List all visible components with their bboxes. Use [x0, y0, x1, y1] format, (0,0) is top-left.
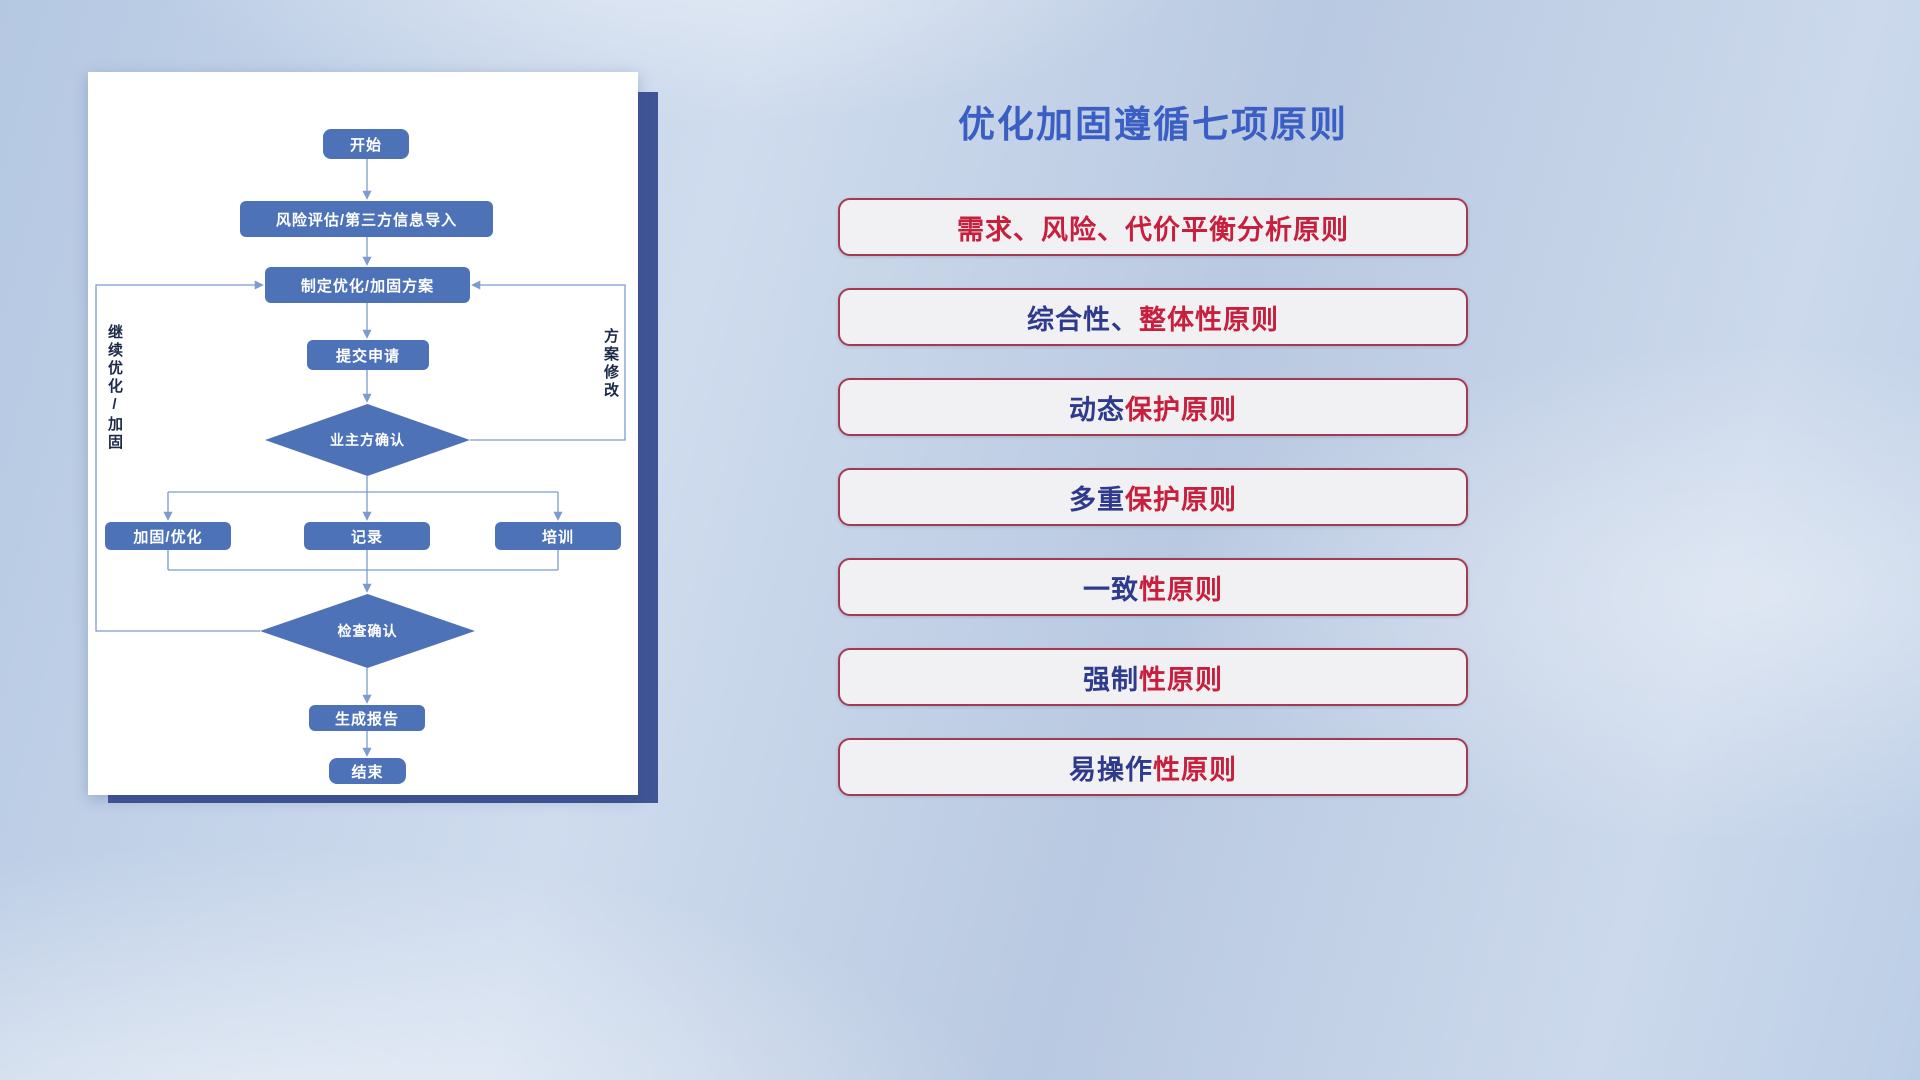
- principle-item-5: 一致性原则: [838, 558, 1468, 616]
- principle-4-navy-text: 多重: [1069, 484, 1125, 515]
- principle-6-navy-text: 强制: [1083, 664, 1139, 695]
- flow-decision-check-confirm: 检查确认: [260, 594, 475, 668]
- flow-node-record: 记录: [304, 522, 430, 550]
- principle-item-4: 多重保护原则: [838, 468, 1468, 526]
- flow-node-generate-report: 生成报告: [309, 705, 425, 731]
- principles-list: 需求、风险、代价平衡分析原则 综合性、整体性原则 动态保护原则 多重保护原则 一…: [838, 198, 1468, 796]
- flow-decision-owner-confirm: 业主方确认: [265, 404, 470, 476]
- principle-item-3: 动态保护原则: [838, 378, 1468, 436]
- principle-item-2: 综合性、整体性原则: [838, 288, 1468, 346]
- principle-3-red-text: 保护原则: [1125, 394, 1237, 425]
- principle-3-navy-text: 动态: [1069, 394, 1125, 425]
- principles-title: 优化加固遵循七项原则: [958, 104, 1348, 145]
- principle-item-1: 需求、风险、代价平衡分析原则: [838, 198, 1468, 256]
- edge-label-continue-optimize: 继续优化/加固: [106, 324, 123, 452]
- principle-2-navy-text: 综合性、: [1027, 304, 1139, 335]
- principle-7-red-text: 性原则: [1153, 754, 1237, 785]
- principle-1-red-text: 需求、风险、代价平衡分析原则: [957, 214, 1349, 245]
- principle-7-navy-text: 易操作: [1069, 754, 1153, 785]
- principle-6-red-text: 性原则: [1139, 664, 1223, 695]
- flowchart-card: 开始 风险评估/第三方信息导入 制定优化/加固方案 提交申请 业主方确认 加固/…: [88, 72, 638, 795]
- principle-5-navy-text: 一致: [1083, 574, 1139, 605]
- principle-item-7: 易操作性原则: [838, 738, 1468, 796]
- flow-node-make-plan: 制定优化/加固方案: [265, 267, 470, 303]
- principle-item-6: 强制性原则: [838, 648, 1468, 706]
- edge-label-plan-modify: 方案修改: [602, 328, 619, 400]
- principle-4-red-text: 保护原则: [1125, 484, 1237, 515]
- flow-node-reinforce-optimize: 加固/优化: [105, 522, 231, 550]
- flow-node-risk-assessment: 风险评估/第三方信息导入: [240, 201, 493, 237]
- principle-2-red-text: 整体性原则: [1139, 304, 1279, 335]
- flow-node-end: 结束: [329, 758, 406, 784]
- flow-node-training: 培训: [495, 522, 621, 550]
- flow-node-submit-application: 提交申请: [307, 340, 429, 370]
- principle-5-red-text: 性原则: [1139, 574, 1223, 605]
- flow-node-start: 开始: [323, 129, 409, 159]
